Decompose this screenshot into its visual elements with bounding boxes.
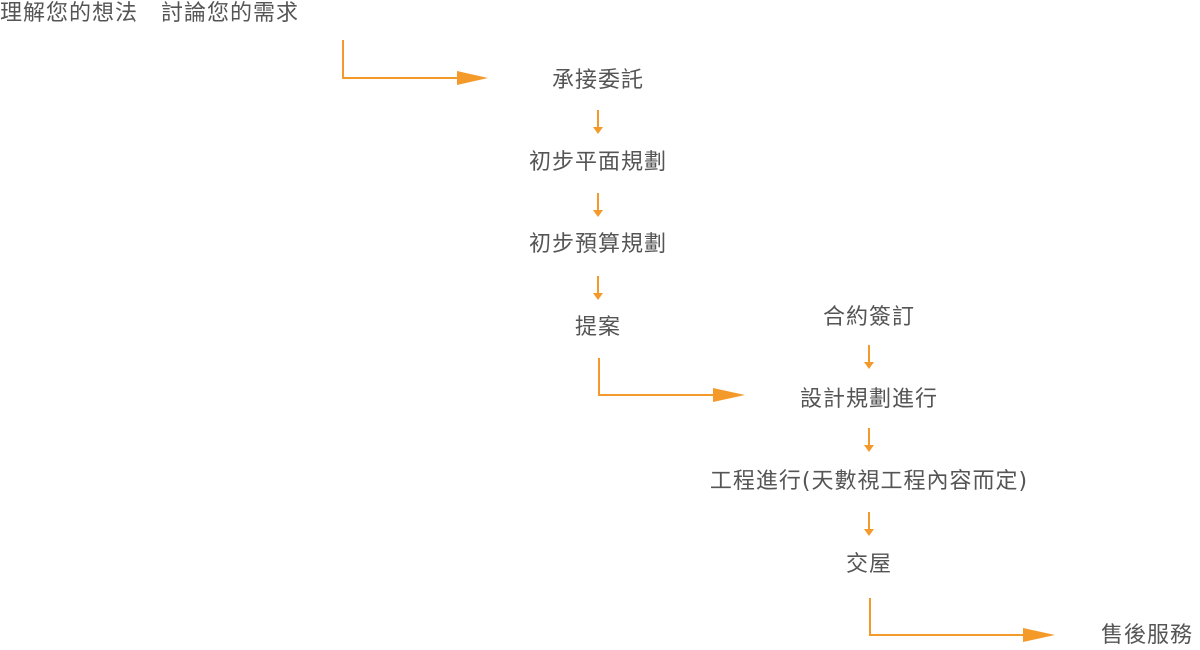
step-plan-budget: 初步預算規劃 xyxy=(528,232,668,257)
step-understand: 理解您的想法 討論您的需求 xyxy=(0,1,300,26)
arrowhead-icon xyxy=(593,293,603,300)
step-contract: 合約簽訂 xyxy=(822,305,916,330)
arrowhead-icon xyxy=(457,71,488,85)
arrowhead-icon xyxy=(864,529,874,536)
step-construction: 工程進行(天數視工程內容而定) xyxy=(709,469,1029,494)
step-design: 設計規劃進行 xyxy=(799,387,939,412)
arrowhead-icon xyxy=(713,388,745,402)
elbow-arrow-2 xyxy=(598,358,716,396)
step-handover: 交屋 xyxy=(845,552,893,577)
step-proposal: 提案 xyxy=(574,315,622,340)
arrowhead-icon xyxy=(864,362,874,369)
arrowhead-icon xyxy=(864,445,874,452)
arrowhead-icon xyxy=(593,127,603,134)
step-after-sales: 售後服務 xyxy=(1100,623,1194,648)
elbow-arrow-1 xyxy=(342,40,460,79)
elbow-arrow-3 xyxy=(869,598,1026,636)
step-accept: 承接委託 xyxy=(551,68,645,93)
arrowhead-icon xyxy=(593,210,603,217)
arrowhead-icon xyxy=(1023,628,1055,642)
step-plan-layout: 初步平面規劃 xyxy=(528,150,668,175)
